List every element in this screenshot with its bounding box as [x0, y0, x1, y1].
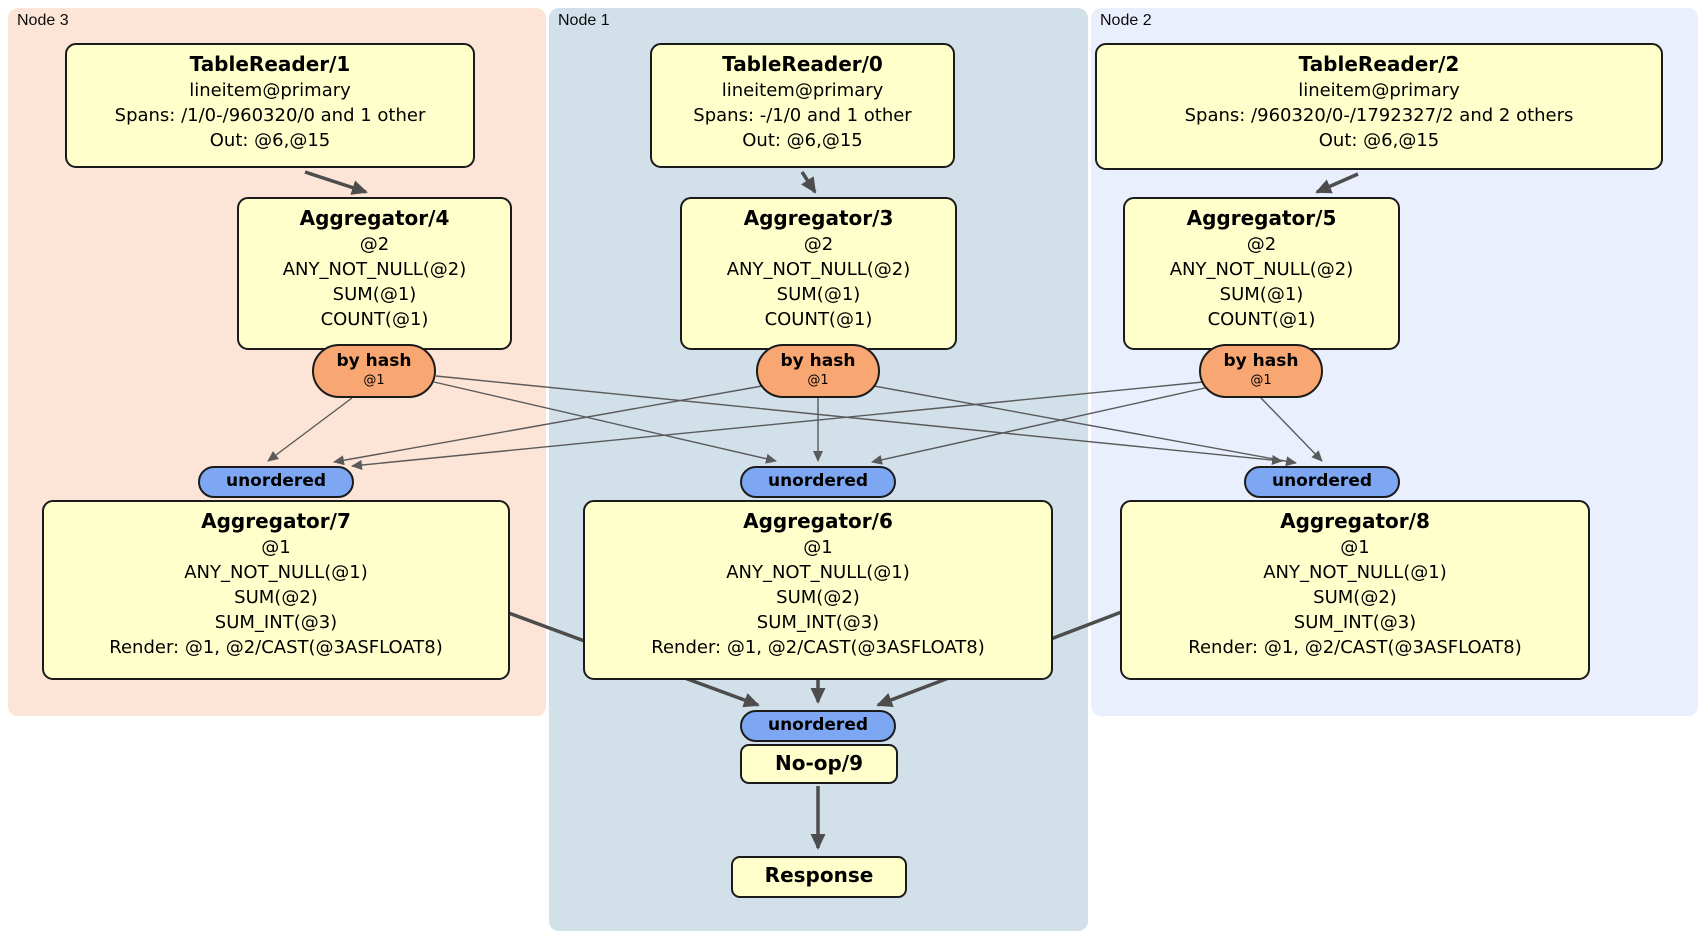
stream-unordered-right: unordered — [1244, 466, 1400, 498]
stream-by-hash-left: by hash @1 — [312, 344, 436, 398]
unordered-sink-label: unordered — [767, 715, 869, 735]
edge-tablereader-1-to-aggregator-4 — [304, 170, 368, 195]
node-2-label: Node 2 — [1100, 12, 1152, 29]
tablereader-1-line-0: lineitem@primary — [189, 80, 351, 101]
aggregator-6-line-4: Render: @1, @2/CAST(@3ASFLOAT8) — [651, 637, 985, 658]
edge-tablereader-2-to-aggregator-5 — [1315, 172, 1359, 194]
tablereader-1-title: TableReader/1 — [189, 52, 351, 76]
aggregator-8-line-4: Render: @1, @2/CAST(@3ASFLOAT8) — [1188, 637, 1522, 658]
aggregator-3-title: Aggregator/3 — [743, 206, 894, 230]
edge-hash-right-to-unordered-left — [351, 381, 1204, 470]
aggregator-4-line-2: SUM(@1) — [332, 284, 417, 305]
aggregator-7-line-1: ANY_NOT_NULL(@1) — [184, 562, 368, 583]
response-title: Response — [764, 863, 874, 887]
tablereader-2-title: TableReader/2 — [1298, 52, 1460, 76]
aggregator-5-line-2: SUM(@1) — [1219, 284, 1304, 305]
by-hash-center-label: by hash — [780, 351, 856, 371]
aggregator-5-line-3: COUNT(@1) — [1207, 309, 1316, 330]
aggregator-8-title: Aggregator/8 — [1280, 509, 1430, 533]
by-hash-center-sub: @1 — [807, 373, 829, 388]
aggregator-4-title: Aggregator/4 — [299, 206, 450, 230]
edge-hash-left-to-unordered-center — [433, 381, 777, 464]
processor-response: Response — [731, 856, 907, 898]
stream-unordered-left: unordered — [198, 466, 354, 498]
tablereader-0-title: TableReader/0 — [722, 52, 883, 76]
node-3-label: Node 3 — [17, 12, 69, 29]
unordered-left-label: unordered — [225, 471, 327, 491]
stream-by-hash-center: by hash @1 — [756, 344, 880, 398]
tablereader-0-line-0: lineitem@primary — [721, 80, 884, 101]
by-hash-left-sub: @1 — [363, 373, 385, 388]
edge-hash-right-to-unordered-right — [1260, 397, 1323, 462]
tablereader-1-line-1: Spans: /1/0-/960320/0 and 1 other — [114, 105, 426, 126]
tablereader-1-line-2: Out: @6,@15 — [209, 130, 331, 151]
aggregator-3-line-3: COUNT(@1) — [764, 309, 873, 330]
edge-tablereader-0-to-aggregator-3 — [800, 171, 817, 194]
edge-hash-center-to-unordered-left — [333, 385, 763, 466]
aggregator-8-line-0: @1 — [1340, 537, 1370, 558]
tablereader-2-line-0: lineitem@primary — [1298, 80, 1460, 101]
tablereader-0-line-1: Spans: -/1/0 and 1 other — [693, 105, 912, 126]
aggregator-7-line-2: SUM(@2) — [234, 587, 318, 608]
aggregator-7-line-4: Render: @1, @2/CAST(@3ASFLOAT8) — [109, 637, 443, 658]
stream-unordered-center: unordered — [740, 466, 896, 498]
aggregator-6-line-2: SUM(@2) — [776, 587, 860, 608]
aggregator-6-line-1: ANY_NOT_NULL(@1) — [726, 562, 910, 583]
aggregator-4-line-0: @2 — [359, 234, 390, 255]
aggregator-5-line-1: ANY_NOT_NULL(@2) — [1169, 259, 1354, 280]
aggregator-7-title: Aggregator/7 — [201, 509, 351, 533]
stream-by-hash-right: by hash @1 — [1199, 344, 1323, 398]
unordered-center-label: unordered — [767, 471, 869, 491]
no-op-9-title: No-op/9 — [774, 751, 864, 775]
node-1-label: Node 1 — [558, 12, 610, 29]
edge-hash-left-to-unordered-left — [267, 397, 353, 462]
aggregator-5-line-0: @2 — [1246, 234, 1277, 255]
edge-hash-right-to-unordered-center — [871, 387, 1206, 465]
aggregator-6-line-3: SUM_INT(@3) — [756, 612, 880, 633]
aggregator-4-line-3: COUNT(@1) — [320, 309, 429, 330]
aggregator-7-line-3: SUM_INT(@3) — [214, 612, 338, 633]
processor-no-op-9: No-op/9 — [740, 744, 898, 784]
stream-unordered-sink: unordered — [740, 710, 896, 742]
tablereader-2-line-1: Spans: /960320/0-/1792327/2 and 2 others — [1184, 105, 1574, 126]
aggregator-6-line-0: @1 — [803, 537, 833, 558]
by-hash-left-label: by hash — [336, 351, 412, 371]
aggregator-7-line-0: @1 — [261, 537, 291, 558]
aggregator-8-line-2: SUM(@2) — [1313, 587, 1397, 608]
aggregator-8-line-1: ANY_NOT_NULL(@1) — [1263, 562, 1447, 583]
aggregator-6-title: Aggregator/6 — [743, 509, 893, 533]
aggregator-8-line-3: SUM_INT(@3) — [1293, 612, 1417, 633]
by-hash-right-label: by hash — [1223, 351, 1299, 371]
tablereader-0-line-2: Out: @6,@15 — [742, 130, 863, 151]
edge-hash-left-to-unordered-right — [435, 375, 1283, 465]
tablereader-2-line-2: Out: @6,@15 — [1318, 130, 1440, 151]
aggregator-3-line-0: @2 — [803, 234, 834, 255]
aggregator-3-line-2: SUM(@1) — [776, 284, 861, 305]
edge-hash-center-to-unordered-right — [873, 385, 1297, 467]
by-hash-right-sub: @1 — [1250, 373, 1272, 388]
aggregator-5-title: Aggregator/5 — [1186, 206, 1337, 230]
aggregator-4-line-1: ANY_NOT_NULL(@2) — [282, 259, 467, 280]
unordered-right-label: unordered — [1271, 471, 1373, 491]
aggregator-3-line-1: ANY_NOT_NULL(@2) — [726, 259, 911, 280]
